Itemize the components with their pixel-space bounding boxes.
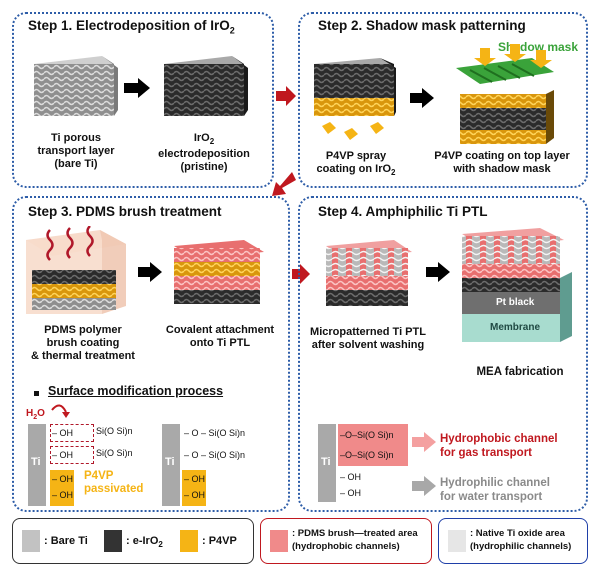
p4vp-block-left (50, 470, 74, 506)
legend-pdms-text: : PDMS brush—treated area(hydrophobic ch… (292, 528, 418, 552)
ti-label-step4: Ti (321, 456, 331, 468)
mea-caption: MEA fabrication (476, 366, 564, 378)
step4-panel (298, 196, 588, 512)
ti-bar-left (28, 424, 46, 506)
chain-3: – O – Si(O Si)n (184, 428, 246, 438)
iro2-stack (164, 56, 248, 116)
red-arrow-2-3 (272, 172, 296, 196)
red-arrow-1-2 (276, 86, 296, 106)
red-arrow-3-4 (292, 264, 310, 284)
process-title: Surface modification process (48, 384, 224, 398)
hydrophobic-arrow (412, 432, 436, 452)
ti-bar-step4 (318, 424, 336, 502)
shadow-mask-stack (456, 44, 554, 144)
pdms-region (338, 424, 408, 466)
covalent-stack (174, 240, 264, 304)
oh-8: – OH (340, 488, 362, 498)
legend-pdms (260, 518, 432, 564)
legend-p4vp: : P4VP (202, 535, 237, 547)
chain-2: Si(O Si)n (96, 448, 133, 458)
h2o-curve-arrow (51, 404, 70, 418)
dashed-box-oh-2 (50, 446, 94, 464)
swatch-eiro2 (104, 530, 122, 552)
oh-7: – OH (340, 472, 362, 482)
legend-bare-ti: : Bare Ti (44, 535, 88, 547)
step4-title: Step 4. Amphiphilic Ti PTL (318, 204, 488, 219)
step2-caption-left: P4VP spray coating on IrO2 (316, 150, 396, 178)
chain-5: –O–Si(O Si)n (340, 430, 394, 440)
step3-arrow (138, 262, 162, 282)
swatch-p4vp (180, 530, 198, 552)
micropatterned-stack (326, 240, 412, 306)
mea-stack (462, 228, 572, 342)
chain-1: Si(O Si)n (96, 426, 133, 436)
oh-1: – OH (52, 428, 74, 438)
legend-native (438, 518, 588, 564)
step1-panel (12, 12, 274, 188)
p4vp-block-right (182, 470, 206, 506)
chain-6: –O–Si(O Si)n (340, 450, 394, 460)
hydrophilic-arrow (412, 476, 436, 496)
oh-4: – OH (52, 490, 74, 500)
step2-arrow (410, 88, 434, 108)
pdms-coating-stack (26, 226, 126, 314)
step1-caption-right: IrO2 electrodeposition(pristine) (158, 132, 250, 174)
legend-materials (12, 518, 254, 564)
step2-title: Step 2. Shadow mask patterning (318, 18, 526, 33)
dashed-box-oh-1 (50, 424, 94, 442)
step3-title: Step 3. PDMS brush treatment (28, 204, 222, 219)
ti-label-right: Ti (165, 456, 175, 468)
membrane-label: Membrane (490, 322, 541, 333)
process-bullet (34, 391, 39, 396)
oh-6: – OH (184, 490, 206, 500)
oh-5: – OH (184, 474, 206, 484)
oh-2: – OH (52, 450, 74, 460)
p4vp-spray-stack (314, 58, 396, 140)
legend-native-text: : Native Ti oxide area(hydrophilic chann… (470, 528, 572, 552)
swatch-pdms (270, 530, 288, 552)
ti-bar-right (162, 424, 180, 506)
step4-arrow (426, 262, 450, 282)
h2o-label: H2O (26, 408, 45, 421)
step1-arrow (124, 78, 150, 98)
swatch-native (448, 530, 466, 552)
legend-eiro2: : e-IrO2 (126, 535, 163, 550)
step3-panel (12, 196, 290, 512)
bare-ti-stack (34, 56, 118, 116)
swatch-bare-ti (22, 530, 40, 552)
chain-4: – O – Si(O Si)n (184, 450, 246, 460)
pt-black-label: Pt black (496, 297, 535, 308)
step1-title: Step 1. Electrodeposition of IrO2 (28, 18, 235, 36)
ti-label-left: Ti (31, 456, 41, 468)
step2-panel (298, 12, 588, 188)
oh-3: – OH (52, 474, 74, 484)
